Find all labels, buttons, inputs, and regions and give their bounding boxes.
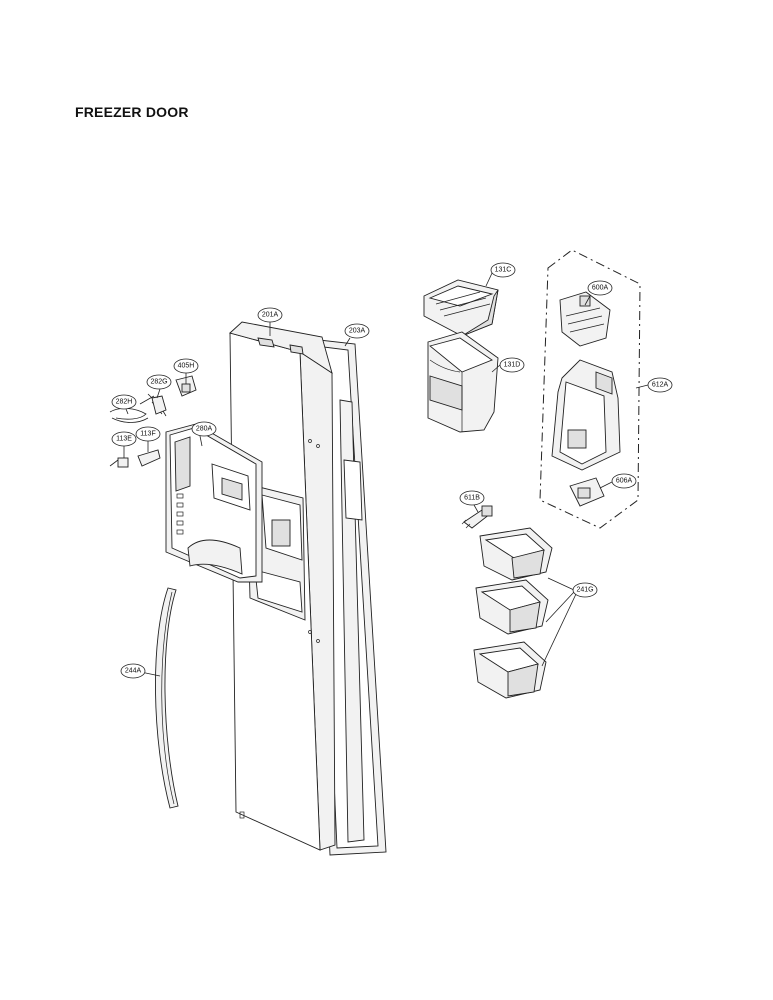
door-bin-1 [479, 527, 553, 581]
callout-606A: 606A [611, 473, 637, 489]
part-113F [137, 449, 161, 467]
ice-maker-housing [551, 359, 621, 471]
page-title: FREEZER DOOR [75, 104, 189, 120]
callout-131C: 131C [490, 262, 516, 278]
door-handle-part [155, 587, 179, 809]
callout-612A-label: 612A [652, 382, 669, 389]
callout-113F-label: 113F [140, 431, 155, 438]
callout-280A: 280A [191, 421, 217, 437]
callout-606A-label: 606A [616, 478, 633, 485]
callout-203A: 203A [344, 323, 370, 339]
callout-611B-label: 611B [464, 495, 480, 502]
callout-113E-label: 113E [116, 436, 132, 443]
callout-280A-label: 280A [196, 426, 213, 433]
callout-203A-label: 203A [349, 328, 366, 335]
callout-113E: 113E [111, 431, 137, 447]
callout-244A-label: 244A [125, 668, 142, 675]
callout-201A: 201A [257, 307, 283, 323]
leader-lines [123, 270, 649, 677]
callout-405H: 405H [173, 358, 199, 374]
callout-201A-label: 201A [262, 312, 279, 319]
callout-244A: 244A [120, 663, 146, 679]
callout-131D: 131D [499, 357, 525, 373]
ice-bucket-part [427, 331, 499, 433]
part-113E [109, 457, 129, 468]
callout-612A: 612A [647, 377, 673, 393]
callout-113F: 113F [135, 426, 161, 442]
callout-241G-label: 241G [576, 587, 593, 594]
callout-600A-label: 600A [592, 285, 609, 292]
part-606A [569, 477, 605, 507]
callout-131D-label: 131D [504, 362, 521, 369]
callout-282H-label: 282H [116, 399, 133, 406]
dispenser-cover-part [165, 423, 263, 583]
part-611B [461, 505, 493, 529]
callout-282G-label: 282G [150, 379, 167, 386]
callout-131C-label: 131C [495, 267, 512, 274]
callout-611B: 611B [459, 490, 485, 506]
callout-282G: 282G [146, 374, 172, 390]
ice-bucket-cover-part [423, 279, 499, 337]
callout-241G: 241G [572, 582, 598, 598]
door-bin-2 [475, 579, 549, 635]
callout-600A: 600A [587, 280, 613, 296]
part-282G [139, 393, 167, 417]
callout-405H-label: 405H [178, 363, 195, 370]
ice-maker-part [559, 291, 611, 347]
door-bin-3 [473, 641, 547, 699]
part-282H [109, 408, 149, 423]
part-405H [175, 375, 197, 397]
callout-282H: 282H [111, 394, 137, 410]
